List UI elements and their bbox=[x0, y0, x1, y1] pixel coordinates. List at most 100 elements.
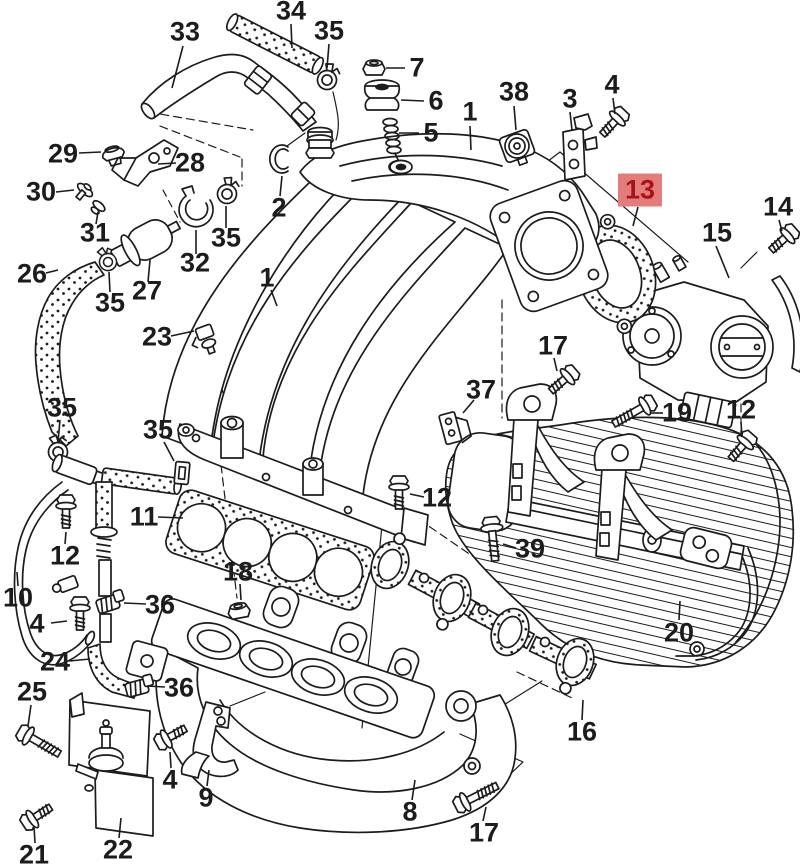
leader-line-28-14 bbox=[157, 162, 177, 165]
leader-line-4-36 bbox=[50, 620, 68, 624]
retaining-bracket bbox=[562, 113, 598, 181]
part-label-28-14[interactable]: 28 bbox=[174, 147, 206, 178]
leader-line-21-41 bbox=[33, 825, 36, 844]
part-label-17-46[interactable]: 17 bbox=[468, 817, 500, 848]
leader-line-12-33 bbox=[409, 493, 425, 498]
leader-line-1-6 bbox=[469, 125, 472, 151]
part-label-7-3[interactable]: 7 bbox=[409, 52, 425, 83]
leader-line-9-43 bbox=[206, 769, 210, 787]
part-label-35-22[interactable]: 35 bbox=[94, 287, 126, 318]
leader-line-14-11 bbox=[778, 219, 783, 232]
bolt-12-mid bbox=[388, 475, 410, 510]
part-label-14-11[interactable]: 14 bbox=[762, 191, 794, 222]
part-label-16-47[interactable]: 16 bbox=[566, 716, 598, 747]
leader-line-8-45 bbox=[411, 779, 416, 801]
leader-line-3-8 bbox=[569, 111, 573, 131]
part-label-22-42[interactable]: 22 bbox=[102, 834, 134, 865]
leader-line-30-15 bbox=[55, 189, 75, 193]
leader-line-1-49 bbox=[270, 289, 278, 307]
part-label-26-18[interactable]: 26 bbox=[16, 258, 48, 289]
part-label-23-23[interactable]: 23 bbox=[141, 321, 173, 352]
clip-37 bbox=[438, 411, 472, 446]
leader-line-2-17 bbox=[279, 175, 283, 197]
leader-line-4-44 bbox=[169, 751, 172, 769]
part-label-12-33[interactable]: 12 bbox=[421, 482, 453, 513]
leader-line-31-16 bbox=[95, 211, 99, 225]
leader-line-26-18 bbox=[45, 269, 59, 274]
part-label-15-12[interactable]: 15 bbox=[701, 217, 733, 248]
lower-intake-manifold bbox=[125, 585, 517, 834]
manifold-gasket-upper bbox=[165, 489, 375, 611]
part-label-1-49[interactable]: 1 bbox=[259, 262, 275, 293]
retaining-ring bbox=[178, 185, 214, 228]
leader-line-25-40 bbox=[27, 704, 32, 727]
bolt-14 bbox=[763, 220, 800, 259]
fuel-hose bbox=[34, 261, 105, 447]
bolt-4-left bbox=[69, 596, 91, 631]
part-label-27-19[interactable]: 27 bbox=[131, 275, 163, 306]
leader-line-12-27 bbox=[64, 531, 67, 545]
nut-18 bbox=[225, 600, 252, 621]
part-label-6-4[interactable]: 6 bbox=[428, 85, 444, 116]
part-label-12-32[interactable]: 12 bbox=[725, 394, 757, 425]
leader-lines bbox=[16, 23, 783, 844]
part-label-13-10[interactable]: 13 bbox=[617, 173, 663, 207]
leader-line-6-4 bbox=[400, 99, 425, 102]
part-label-30-15[interactable]: 30 bbox=[25, 176, 57, 207]
part-label-8-45[interactable]: 8 bbox=[402, 796, 418, 827]
part-label-37-30[interactable]: 37 bbox=[465, 374, 497, 405]
leader-line-4-9 bbox=[612, 97, 616, 115]
part-label-4-36[interactable]: 4 bbox=[29, 608, 45, 639]
part-label-35-21[interactable]: 35 bbox=[210, 222, 242, 253]
part-label-25-40[interactable]: 25 bbox=[16, 676, 48, 707]
part-label-17-29[interactable]: 17 bbox=[537, 330, 569, 361]
leader-line-27-19 bbox=[147, 259, 151, 283]
part-label-12-27[interactable]: 12 bbox=[49, 540, 81, 571]
part-label-32-20[interactable]: 32 bbox=[179, 247, 211, 278]
part-label-11-26[interactable]: 11 bbox=[129, 501, 159, 532]
leader-line-34-1 bbox=[290, 23, 293, 49]
leader-line-10-35 bbox=[16, 571, 19, 587]
bolt-39 bbox=[479, 515, 504, 563]
part-label-35-2[interactable]: 35 bbox=[313, 15, 345, 46]
part-label-39-34[interactable]: 39 bbox=[514, 533, 546, 564]
leader-line-35-22 bbox=[108, 271, 111, 293]
bolt-25 bbox=[12, 720, 66, 764]
part-label-38-7[interactable]: 38 bbox=[498, 76, 530, 107]
part-label-18-28[interactable]: 18 bbox=[222, 556, 254, 587]
leader-line-24-38 bbox=[68, 658, 91, 662]
part-label-20-48[interactable]: 20 bbox=[663, 617, 695, 648]
leader-line-17-29 bbox=[553, 357, 558, 372]
part-label-33-0[interactable]: 33 bbox=[169, 16, 201, 47]
part-label-19-31[interactable]: 19 bbox=[661, 397, 693, 428]
part-label-1-6[interactable]: 1 bbox=[462, 96, 478, 127]
mount-nut bbox=[362, 59, 386, 76]
leader-line-39-34 bbox=[502, 543, 517, 549]
leader-line-15-12 bbox=[715, 245, 730, 279]
part-label-35-25[interactable]: 35 bbox=[142, 414, 174, 445]
leader-line-38-7 bbox=[513, 105, 517, 131]
part-label-2-17[interactable]: 2 bbox=[271, 192, 287, 223]
elbow-fitting bbox=[305, 126, 335, 159]
grommet-31 bbox=[90, 199, 106, 215]
support-bracket-front bbox=[505, 383, 585, 517]
part-label-35-24[interactable]: 35 bbox=[46, 392, 78, 423]
part-label-31-16[interactable]: 31 bbox=[79, 217, 111, 248]
part-label-29-13[interactable]: 29 bbox=[47, 138, 79, 169]
part-label-4-44[interactable]: 4 bbox=[162, 764, 178, 795]
o-ring bbox=[269, 144, 289, 174]
part-label-10-35[interactable]: 10 bbox=[2, 582, 34, 613]
leader-line-11-26 bbox=[157, 516, 184, 519]
part-label-24-38[interactable]: 24 bbox=[39, 646, 71, 677]
part-label-5-5[interactable]: 5 bbox=[423, 117, 439, 148]
leader-line-22-42 bbox=[118, 817, 122, 839]
part-label-9-43[interactable]: 9 bbox=[198, 782, 214, 813]
part-label-36-39[interactable]: 36 bbox=[163, 672, 195, 703]
part-label-3-8[interactable]: 3 bbox=[562, 83, 578, 114]
part-label-34-1[interactable]: 34 bbox=[275, 0, 307, 26]
part-label-4-9[interactable]: 4 bbox=[604, 69, 620, 100]
part-label-21-41[interactable]: 21 bbox=[18, 839, 50, 868]
part-label-36-37[interactable]: 36 bbox=[144, 589, 176, 620]
stud-grommet bbox=[389, 159, 413, 175]
vent-hose bbox=[225, 13, 325, 75]
